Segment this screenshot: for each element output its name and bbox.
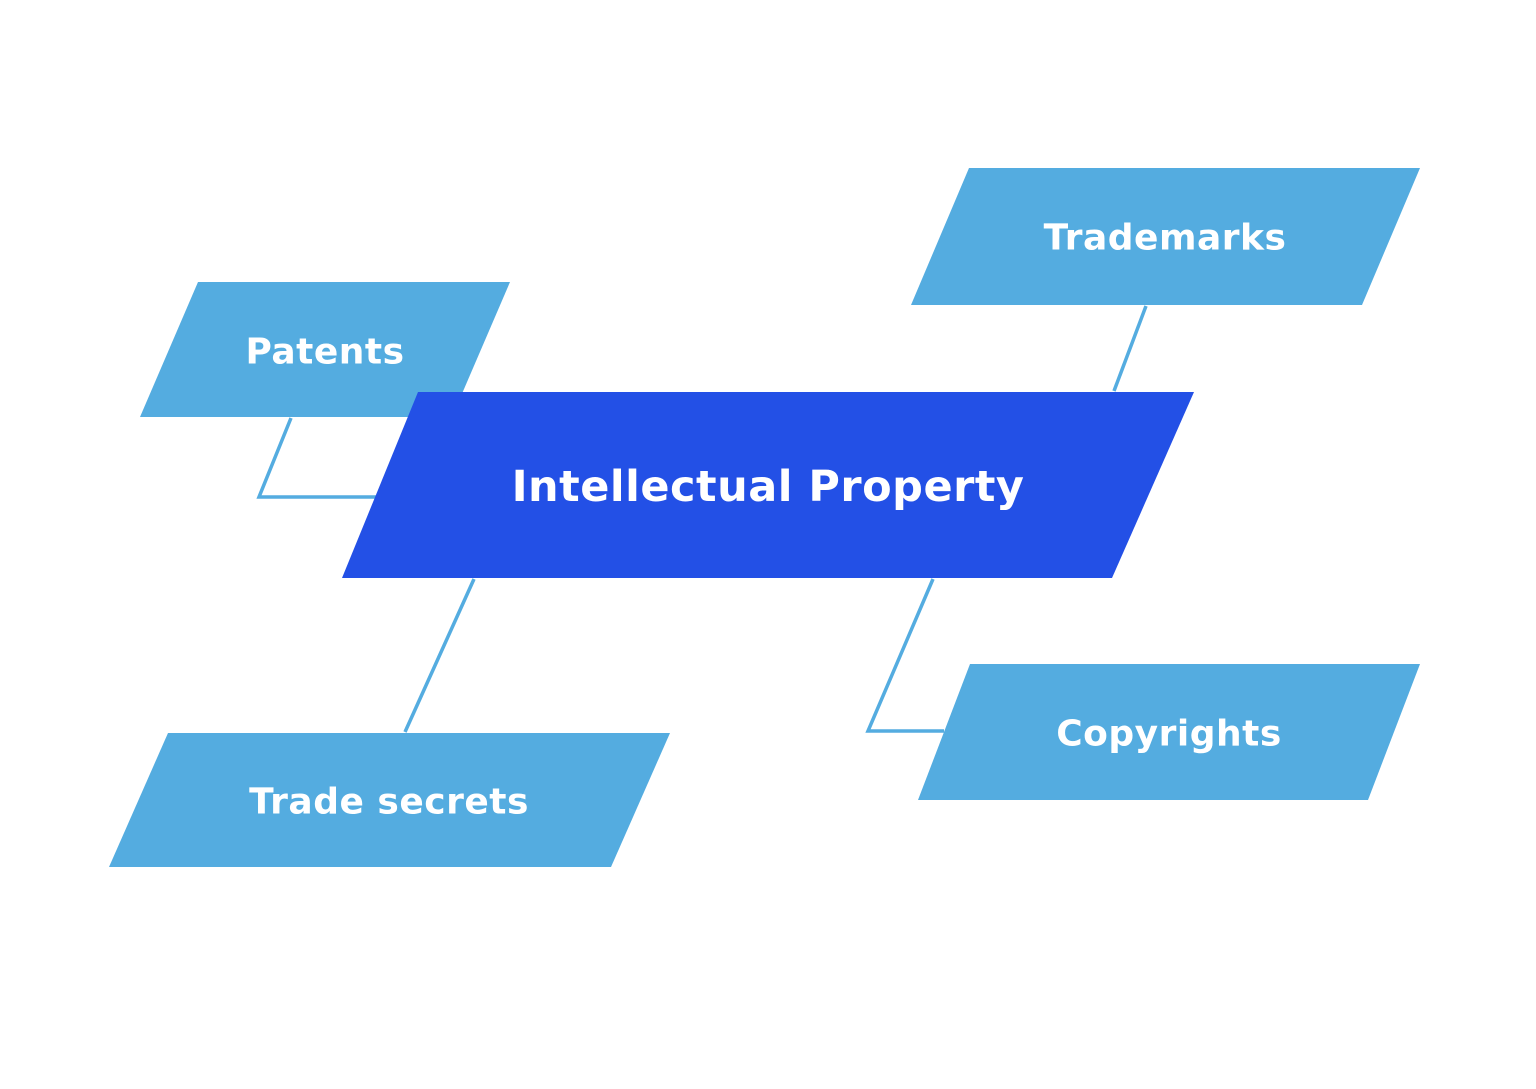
node-intellectual-property-label: Intellectual Property bbox=[512, 462, 1025, 512]
connector-trademarks-to-center bbox=[1112, 305, 1148, 392]
node-patents-label: Patents bbox=[245, 332, 404, 373]
connector-patents-to-center bbox=[256, 417, 377, 499]
node-intellectual-property bbox=[342, 392, 1194, 578]
node-trademarks bbox=[911, 168, 1420, 305]
node-trade-secrets bbox=[109, 733, 670, 867]
node-trademarks-label: Trademarks bbox=[1044, 218, 1287, 259]
connector-center-to-trade-secrets bbox=[403, 578, 476, 733]
node-copyrights bbox=[918, 664, 1420, 800]
connector-center-to-copyrights bbox=[865, 578, 944, 733]
node-trade-secrets-label: Trade secrets bbox=[249, 782, 529, 823]
node-patents bbox=[140, 282, 510, 417]
node-copyrights-label: Copyrights bbox=[1056, 714, 1282, 755]
